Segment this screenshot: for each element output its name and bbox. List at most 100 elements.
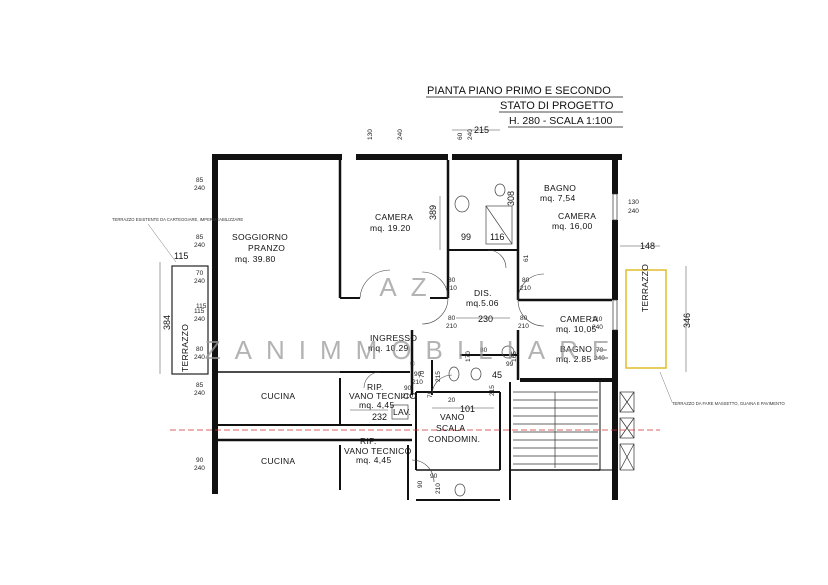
- dim-165: 165: [511, 351, 518, 362]
- dim-80a: 80: [196, 346, 204, 353]
- note-right: TERRAZZO DA FARE MASSETTO, GUAINA E PAVI…: [672, 401, 786, 406]
- dim-210f: 210: [412, 379, 423, 386]
- terrace-right: [625, 269, 667, 369]
- room-cucina1-name: CUCINA: [261, 391, 295, 401]
- room-rip1-area: mq. 4,45: [359, 400, 394, 410]
- room-camera2-name: CAMERA: [558, 211, 596, 221]
- note-left: TERRAZZO ESISTENTE DA CARTEGGIARE, IMPER…: [112, 217, 243, 222]
- dim-60: 60: [457, 132, 464, 140]
- room-camera1-area: mq. 19.20: [370, 223, 411, 233]
- dim-85b: 85: [196, 234, 204, 241]
- dim-115b: 115: [194, 308, 205, 315]
- dim-240d: 240: [194, 242, 205, 249]
- room-bagno1-name: BAGNO: [544, 183, 576, 193]
- bidet-icon: [470, 367, 482, 381]
- dim-210a: 210: [446, 285, 457, 292]
- dim-240a: 240: [397, 129, 404, 140]
- dim-90e: 90: [404, 385, 412, 392]
- dim-115c: 115: [196, 303, 207, 310]
- dim-70a: 70: [196, 270, 204, 277]
- terrace-left-label: TERRAZZO: [180, 324, 190, 372]
- dim-80b: 80: [448, 277, 456, 284]
- terraces: [171, 265, 667, 375]
- room-ingresso-name: INGRESSO: [370, 333, 417, 343]
- dim-240g: 240: [194, 354, 205, 361]
- dim-240h: 240: [194, 390, 205, 397]
- room-bagno2-name: BAGNO: [560, 344, 592, 354]
- windows: [612, 193, 635, 471]
- dim-70c: 70: [596, 347, 604, 354]
- toilet-icon: [494, 183, 506, 197]
- dim-215c: 215: [489, 385, 496, 396]
- room-vano-line2: SCALA: [436, 423, 465, 433]
- walls: [212, 154, 622, 501]
- toilet-icon-2: [448, 366, 460, 382]
- dim-115a: 115: [174, 251, 188, 261]
- dim-170: 170: [465, 351, 472, 362]
- dim-240c: 240: [194, 185, 205, 192]
- dim-148: 148: [640, 241, 655, 251]
- dim-240x: 240: [594, 355, 605, 362]
- fixtures: [391, 183, 515, 497]
- door-swings: [359, 249, 545, 483]
- room-camera3-area: mq. 10,05: [556, 324, 597, 334]
- dim-346: 346: [682, 313, 692, 328]
- dim-70b: 70: [419, 370, 426, 378]
- room-bagno2-area: mq. 2.85: [556, 354, 591, 364]
- room-dis-name: DIS.: [474, 288, 492, 298]
- dim-240b: 240: [467, 129, 474, 140]
- dim-90c: 90: [414, 371, 422, 378]
- room-labels: SOGGIORNO PRANZO mq. 39.80 CAMERA mq. 19…: [180, 183, 650, 466]
- stair-treads: [513, 391, 598, 468]
- dim-210c: 210: [446, 323, 457, 330]
- washbasin-icon: [391, 404, 409, 420]
- watermark-text: ZANIMMOBILIARE: [205, 335, 623, 365]
- room-lav-name: LAV.: [393, 407, 411, 417]
- room-cucina2-name: CUCINA: [261, 456, 295, 466]
- dim-110: 110: [592, 316, 603, 323]
- room-vano-line1: VANO: [440, 412, 465, 422]
- terrace-right-label: TERRAZZO: [640, 264, 650, 312]
- dim-210b: 210: [520, 285, 531, 292]
- dim-308: 308: [506, 191, 516, 206]
- dim-240e: 240: [194, 278, 205, 285]
- dim-240i: 240: [194, 465, 205, 472]
- dim-85a: 85: [196, 177, 204, 184]
- dim-80e: 80: [520, 315, 528, 322]
- dim-101: 101: [460, 404, 475, 414]
- dim-210e: 210: [435, 483, 442, 494]
- dim-99a: 99: [461, 232, 471, 242]
- dimension-lines: [159, 129, 687, 411]
- toilet-icon-3: [454, 483, 466, 497]
- room-rip1-name: RIP.: [367, 382, 384, 392]
- title-line-3: H. 280 - SCALA 1:100: [509, 115, 612, 127]
- room-soggiorno-area: mq. 39.80: [235, 254, 276, 264]
- dim-130a: 130: [367, 129, 374, 140]
- room-soggiorno-name2: PRANZO: [248, 243, 285, 253]
- watermark: AZ ZANIMMOBILIARE ©: [205, 272, 623, 368]
- dim-90: 90: [196, 457, 204, 464]
- terrace-left: [171, 265, 209, 375]
- dim-45: 45: [492, 370, 502, 380]
- dimension-texts: 215 130 240 60 240 85 240 85 240 115 70 …: [162, 125, 692, 494]
- notes: TERRAZZO ESISTENTE DA CARTEGGIARE, IMPER…: [112, 217, 786, 406]
- dim-215b: 215: [435, 371, 442, 382]
- dim-232: 232: [372, 412, 387, 422]
- room-rip2-sub: VANO TECNICO: [344, 446, 412, 456]
- dim-240r1: 240: [628, 208, 639, 215]
- watermark-copyright: ©: [410, 360, 415, 368]
- dim-90d: 90: [430, 473, 438, 480]
- room-ingresso-area: mq. 10.29: [368, 343, 409, 353]
- dim-70d: 70: [427, 390, 434, 398]
- room-rip2-area: mq. 4,45: [356, 455, 391, 465]
- dim-61: 61: [523, 254, 530, 262]
- dim-240r2: 240: [592, 324, 603, 331]
- title-block: PIANTA PIANO PRIMO E SECONDO STATO DI PR…: [426, 85, 623, 128]
- dim-389: 389: [428, 205, 438, 220]
- dim-80c: 80: [522, 277, 530, 284]
- dim-80f: 80: [480, 347, 488, 354]
- dim-230: 230: [478, 314, 493, 324]
- sink-icon-2: [501, 345, 515, 359]
- room-bagno1-area: mq. 7,54: [540, 193, 575, 203]
